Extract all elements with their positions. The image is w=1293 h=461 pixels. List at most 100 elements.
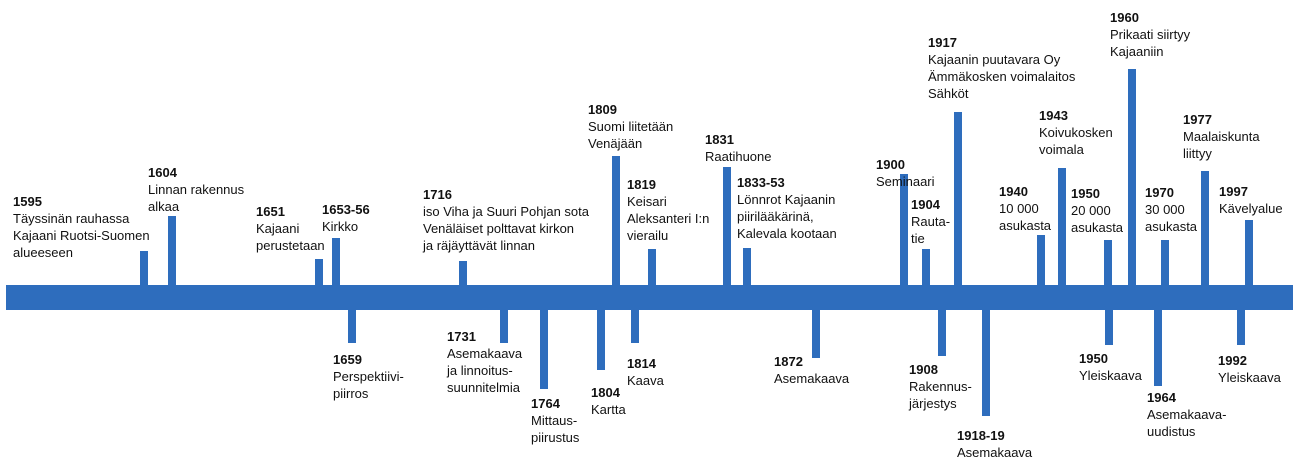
timeline-tick-1833-53 xyxy=(743,248,751,285)
event-description-line: Raatihuone xyxy=(705,149,772,164)
event-year: 1604 xyxy=(148,165,177,180)
timeline-tick-1960 xyxy=(1128,69,1136,285)
event-description-line: Kalevala kootaan xyxy=(737,226,837,241)
timeline-tick-1964 xyxy=(1154,310,1162,386)
event-description-line: Kajaani xyxy=(256,221,300,236)
event-description-line: uudistus xyxy=(1147,424,1196,439)
timeline-tick-1716 xyxy=(459,261,467,285)
timeline-tick-1992 xyxy=(1237,310,1245,345)
event-description-line: Sähköt xyxy=(928,86,969,101)
event-year: 1960 xyxy=(1110,10,1139,25)
event-description-line: 30 000 xyxy=(1145,202,1185,217)
event-year: 1764 xyxy=(531,396,560,411)
event-year: 1977 xyxy=(1183,112,1212,127)
timeline-tick-1970 xyxy=(1161,240,1169,285)
event-year: 1918-19 xyxy=(957,428,1005,443)
event-description-line: piirros xyxy=(333,386,369,401)
event-description-line: perustetaan xyxy=(256,238,325,253)
event-description-line: vierailu xyxy=(627,228,669,243)
event-description-line: Kirkko xyxy=(322,219,359,234)
event-description-line: liittyy xyxy=(1183,146,1212,161)
event-year: 1992 xyxy=(1218,353,1247,368)
event-description-line: Mittaus- xyxy=(531,413,578,428)
event-year: 1809 xyxy=(588,102,617,117)
event-description-line: alueeseen xyxy=(13,245,73,260)
event-year: 1716 xyxy=(423,187,452,202)
event-year: 1833-53 xyxy=(737,175,785,190)
event-year: 1908 xyxy=(909,362,938,377)
event-description-line: asukasta xyxy=(1145,219,1198,234)
event-description-line: Suomi liitetään xyxy=(588,119,674,134)
timeline-tick-1651 xyxy=(315,259,323,285)
event-description-line: piirilääkärinä, xyxy=(737,209,814,224)
event-description-line: Lönnrot Kajaanin xyxy=(737,192,836,207)
timeline-tick-1917 xyxy=(954,112,962,285)
timeline-tick-1904 xyxy=(922,249,930,285)
event-year: 1997 xyxy=(1219,184,1248,199)
event-description-line: Ämmäkosken voimalaitos xyxy=(928,69,1076,84)
timeline-axis xyxy=(6,285,1293,310)
event-description-line: Yleiskaava xyxy=(1218,370,1281,385)
timeline-tick-1819 xyxy=(648,249,656,285)
timeline-tick-1943 xyxy=(1058,168,1066,285)
event-description-line: suunnitelmia xyxy=(447,380,520,395)
event-description-line: Aleksanteri I:n xyxy=(627,211,710,226)
event-description-line: iso Viha ja Suuri Pohjan sota xyxy=(423,204,589,219)
event-description-line: Kajaanin puutavara Oy xyxy=(928,52,1061,67)
event-year: 1970 xyxy=(1145,185,1174,200)
event-year: 1900 xyxy=(876,157,905,172)
event-year: 1595 xyxy=(13,194,42,209)
event-year: 1950 xyxy=(1079,351,1108,366)
event-year: 1872 xyxy=(774,354,803,369)
timeline-tick-1872 xyxy=(812,310,820,358)
timeline-tick-1731 xyxy=(500,310,508,343)
event-description-line: järjestys xyxy=(909,396,957,411)
event-year: 1831 xyxy=(705,132,734,147)
event-year: 1917 xyxy=(928,35,957,50)
event-description-line: Venäläiset polttavat kirkon xyxy=(423,221,575,236)
event-year: 1814 xyxy=(627,356,656,371)
event-description-line: Kartta xyxy=(591,402,626,417)
event-description-line: tie xyxy=(911,231,925,246)
event-year: 1731 xyxy=(447,329,476,344)
event-year: 1819 xyxy=(627,177,656,192)
timeline-tick-1940 xyxy=(1037,235,1045,285)
event-description-line: Kävelyalue xyxy=(1219,201,1283,216)
timeline-tick-1950 xyxy=(1104,240,1112,285)
timeline-tick-1604 xyxy=(168,216,176,285)
event-description-line: 20 000 xyxy=(1071,203,1111,218)
event-description-line: Maalaiskunta xyxy=(1183,129,1260,144)
event-year: 1943 xyxy=(1039,108,1068,123)
event-year: 1964 xyxy=(1147,390,1176,405)
event-description-line: Yleiskaava xyxy=(1079,368,1142,383)
timeline-tick-1950 xyxy=(1105,310,1113,345)
event-description-line: Kaava xyxy=(627,373,664,388)
event-description-line: Venäjään xyxy=(588,136,643,151)
event-description-line: piirustus xyxy=(531,430,580,445)
event-description-line: ja räjäyttävät linnan xyxy=(423,238,536,253)
event-description-line: voimala xyxy=(1039,142,1084,157)
event-description-line: Kajaaniin xyxy=(1110,44,1164,59)
